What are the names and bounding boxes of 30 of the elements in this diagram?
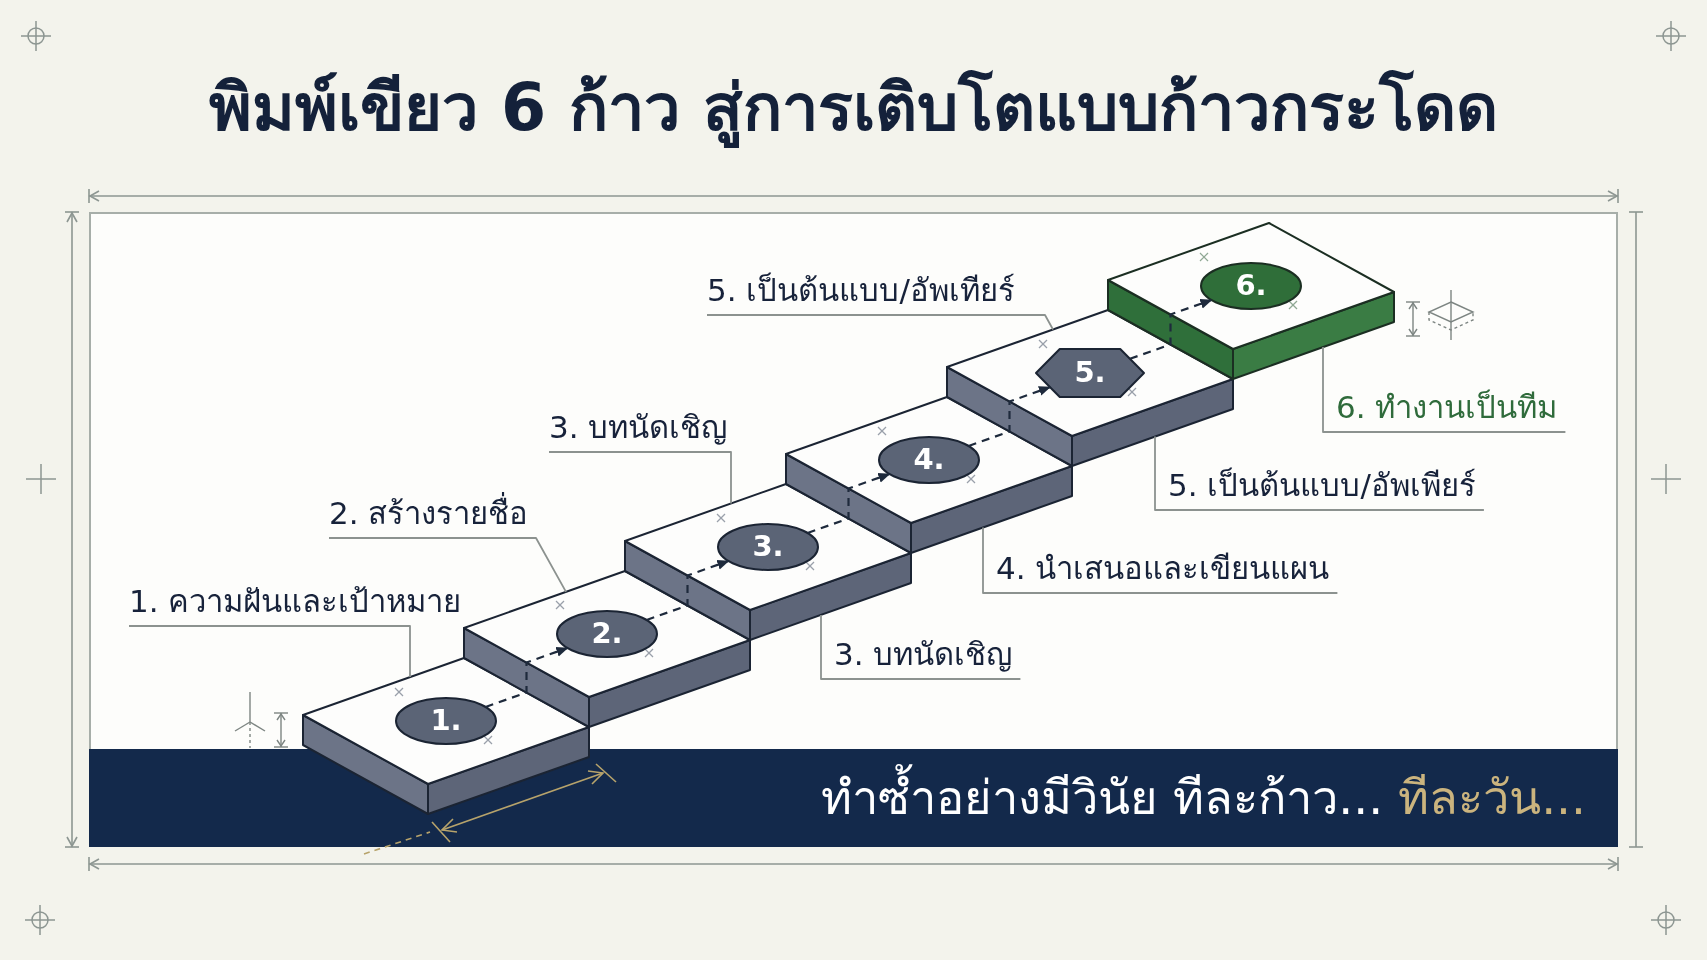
step-label: 2. สร้างรายชื่อ	[329, 488, 529, 538]
step-label: 3. บทนัดเชิญ	[549, 402, 728, 452]
leader-line	[128, 625, 411, 678]
leader-line	[1154, 435, 1485, 511]
dashed-arrow	[968, 386, 1051, 448]
step-label: 6. ทำงานเป็นทีม	[1323, 382, 1566, 432]
step-label: 4. นำเสนอและเขียนแผน	[983, 543, 1338, 593]
dashed-arrow	[807, 472, 891, 535]
leader-line	[706, 314, 1054, 331]
dashed-arrow	[646, 559, 730, 622]
step-number: 4.	[913, 444, 945, 476]
step-number: 2.	[591, 618, 623, 650]
slogan-text: ทำซ้ำอย่างมีวินัย ทีละก้าว...	[821, 765, 1384, 831]
slogan-text: ทีละวัน...	[1398, 769, 1586, 828]
step-label: 5. เป็นต้นแบบ/อัพเทียร์	[707, 265, 1015, 315]
step-number: 1.	[430, 705, 462, 737]
step-number: 3.	[752, 531, 784, 563]
step-number: 6.	[1235, 270, 1267, 302]
step-label: 1. ความฝันและเป้าหมาย	[129, 576, 462, 626]
step-label: 3. บทนัดเชิญ	[821, 629, 1021, 679]
leader-line	[548, 451, 732, 505]
leader-line	[328, 537, 567, 593]
title: พิมพ์เขียว 6 ก้าว สู่การเติบโตแบบก้าวกระโดด	[209, 62, 1498, 154]
leader-line	[1322, 346, 1567, 433]
banner	[89, 749, 1618, 847]
dashed-arrow	[1129, 298, 1213, 360]
dashed-arrow	[485, 646, 569, 709]
step-number: 5.	[1074, 357, 1106, 389]
leader-line	[982, 526, 1339, 594]
step-label: 5. เป็นต้นแบบ/อัพเพียร์	[1155, 460, 1484, 510]
